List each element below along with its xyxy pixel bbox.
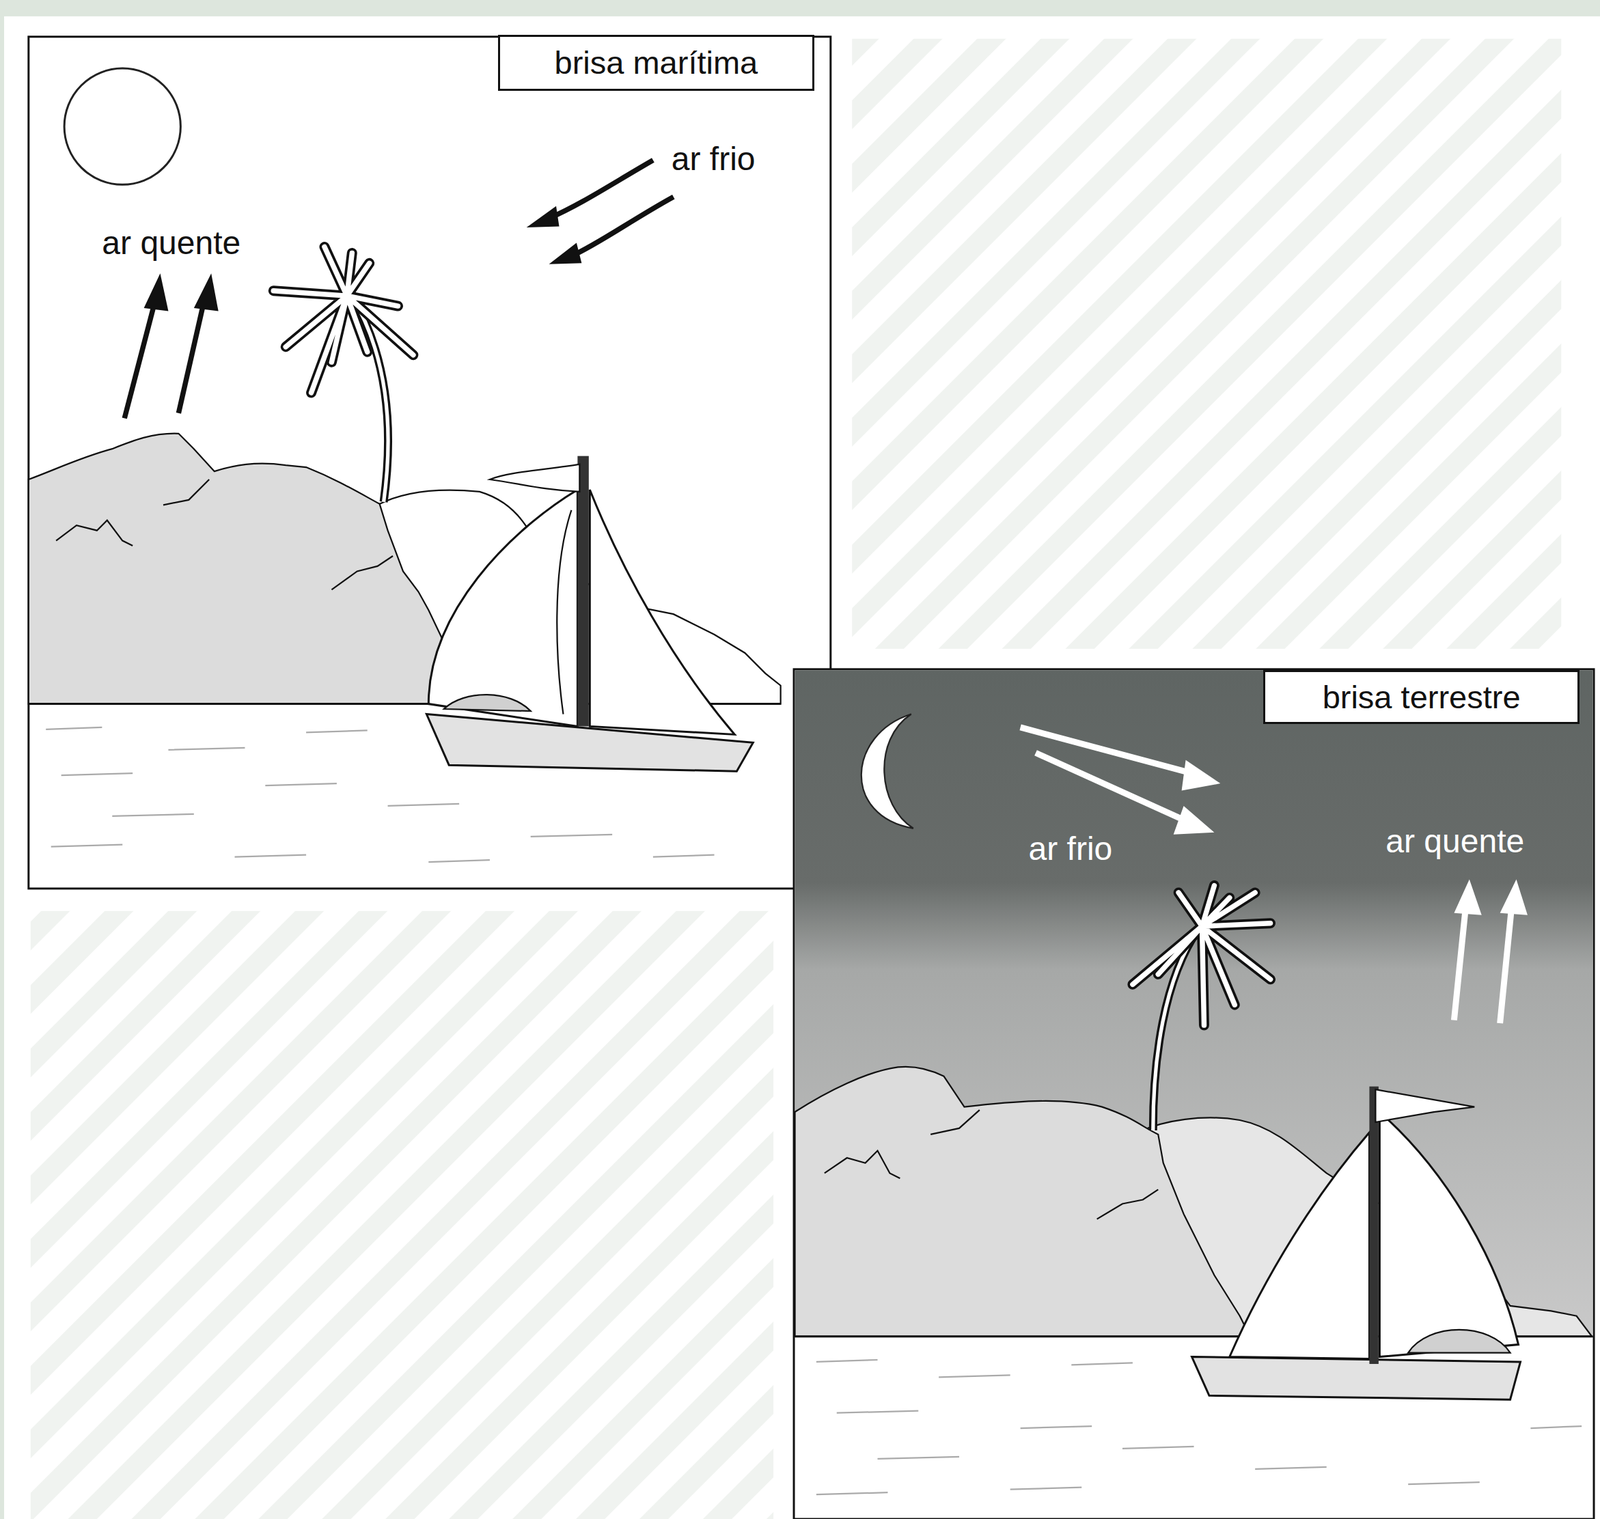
palm-fronds bbox=[273, 246, 414, 393]
panel-title: brisa marítima bbox=[554, 46, 759, 79]
stripe-area bbox=[30, 911, 774, 1519]
cold-air-arrow bbox=[571, 196, 673, 257]
panel-title: brisa terrestre bbox=[1322, 681, 1521, 714]
air-label: ar frio bbox=[1028, 832, 1113, 866]
warm-air-arrow bbox=[1453, 911, 1465, 1021]
day-panel bbox=[28, 36, 831, 889]
panel-title-box: brisa marítima bbox=[498, 34, 815, 91]
cold-air-arrow bbox=[1020, 727, 1193, 774]
hill bbox=[795, 1067, 1251, 1337]
sail bbox=[1229, 1132, 1370, 1360]
sail-seam bbox=[556, 510, 572, 715]
boat-hull bbox=[1192, 1357, 1521, 1401]
warm-air-arrow bbox=[1453, 879, 1482, 916]
warm-air-arrow bbox=[194, 273, 219, 311]
stripe-area bbox=[851, 38, 1562, 650]
hill-detail bbox=[56, 479, 393, 590]
palm-fronds bbox=[1132, 885, 1271, 1026]
warm-air-arrow bbox=[124, 301, 156, 419]
cold-air-arrow bbox=[549, 159, 654, 218]
panel-frame bbox=[28, 36, 831, 889]
mast bbox=[577, 456, 589, 727]
cold-air-arrow bbox=[526, 206, 560, 228]
air-label: ar quente bbox=[101, 226, 241, 260]
cold-air-arrow bbox=[1181, 760, 1221, 792]
panel-frame bbox=[793, 669, 1594, 1519]
panel-title-box: brisa terrestre bbox=[1263, 670, 1580, 725]
warm-air-arrow bbox=[1500, 879, 1528, 916]
sail bbox=[428, 489, 578, 727]
boat-cabin bbox=[444, 694, 531, 712]
mast bbox=[1369, 1086, 1378, 1365]
moon bbox=[861, 714, 914, 829]
air-label: ar quente bbox=[1385, 825, 1525, 859]
hill-detail bbox=[824, 1110, 1158, 1220]
palm-fronds bbox=[273, 246, 414, 393]
cold-air-arrow bbox=[1035, 752, 1187, 822]
boat-cabin bbox=[1408, 1330, 1510, 1354]
sail bbox=[589, 489, 735, 735]
sun bbox=[64, 68, 181, 185]
warm-air-arrow bbox=[1500, 911, 1512, 1024]
air-label: ar frio bbox=[671, 142, 756, 176]
warm-air-arrow bbox=[144, 273, 169, 311]
warm-air-arrow bbox=[178, 301, 204, 414]
cold-air-arrow bbox=[549, 242, 583, 264]
flag bbox=[489, 464, 580, 492]
palm-fronds bbox=[1132, 885, 1271, 1026]
sail bbox=[1379, 1112, 1519, 1357]
page-background bbox=[4, 16, 1600, 1519]
flag bbox=[1375, 1089, 1475, 1123]
night-panel bbox=[793, 669, 1594, 1519]
cold-air-arrow bbox=[1173, 806, 1215, 835]
